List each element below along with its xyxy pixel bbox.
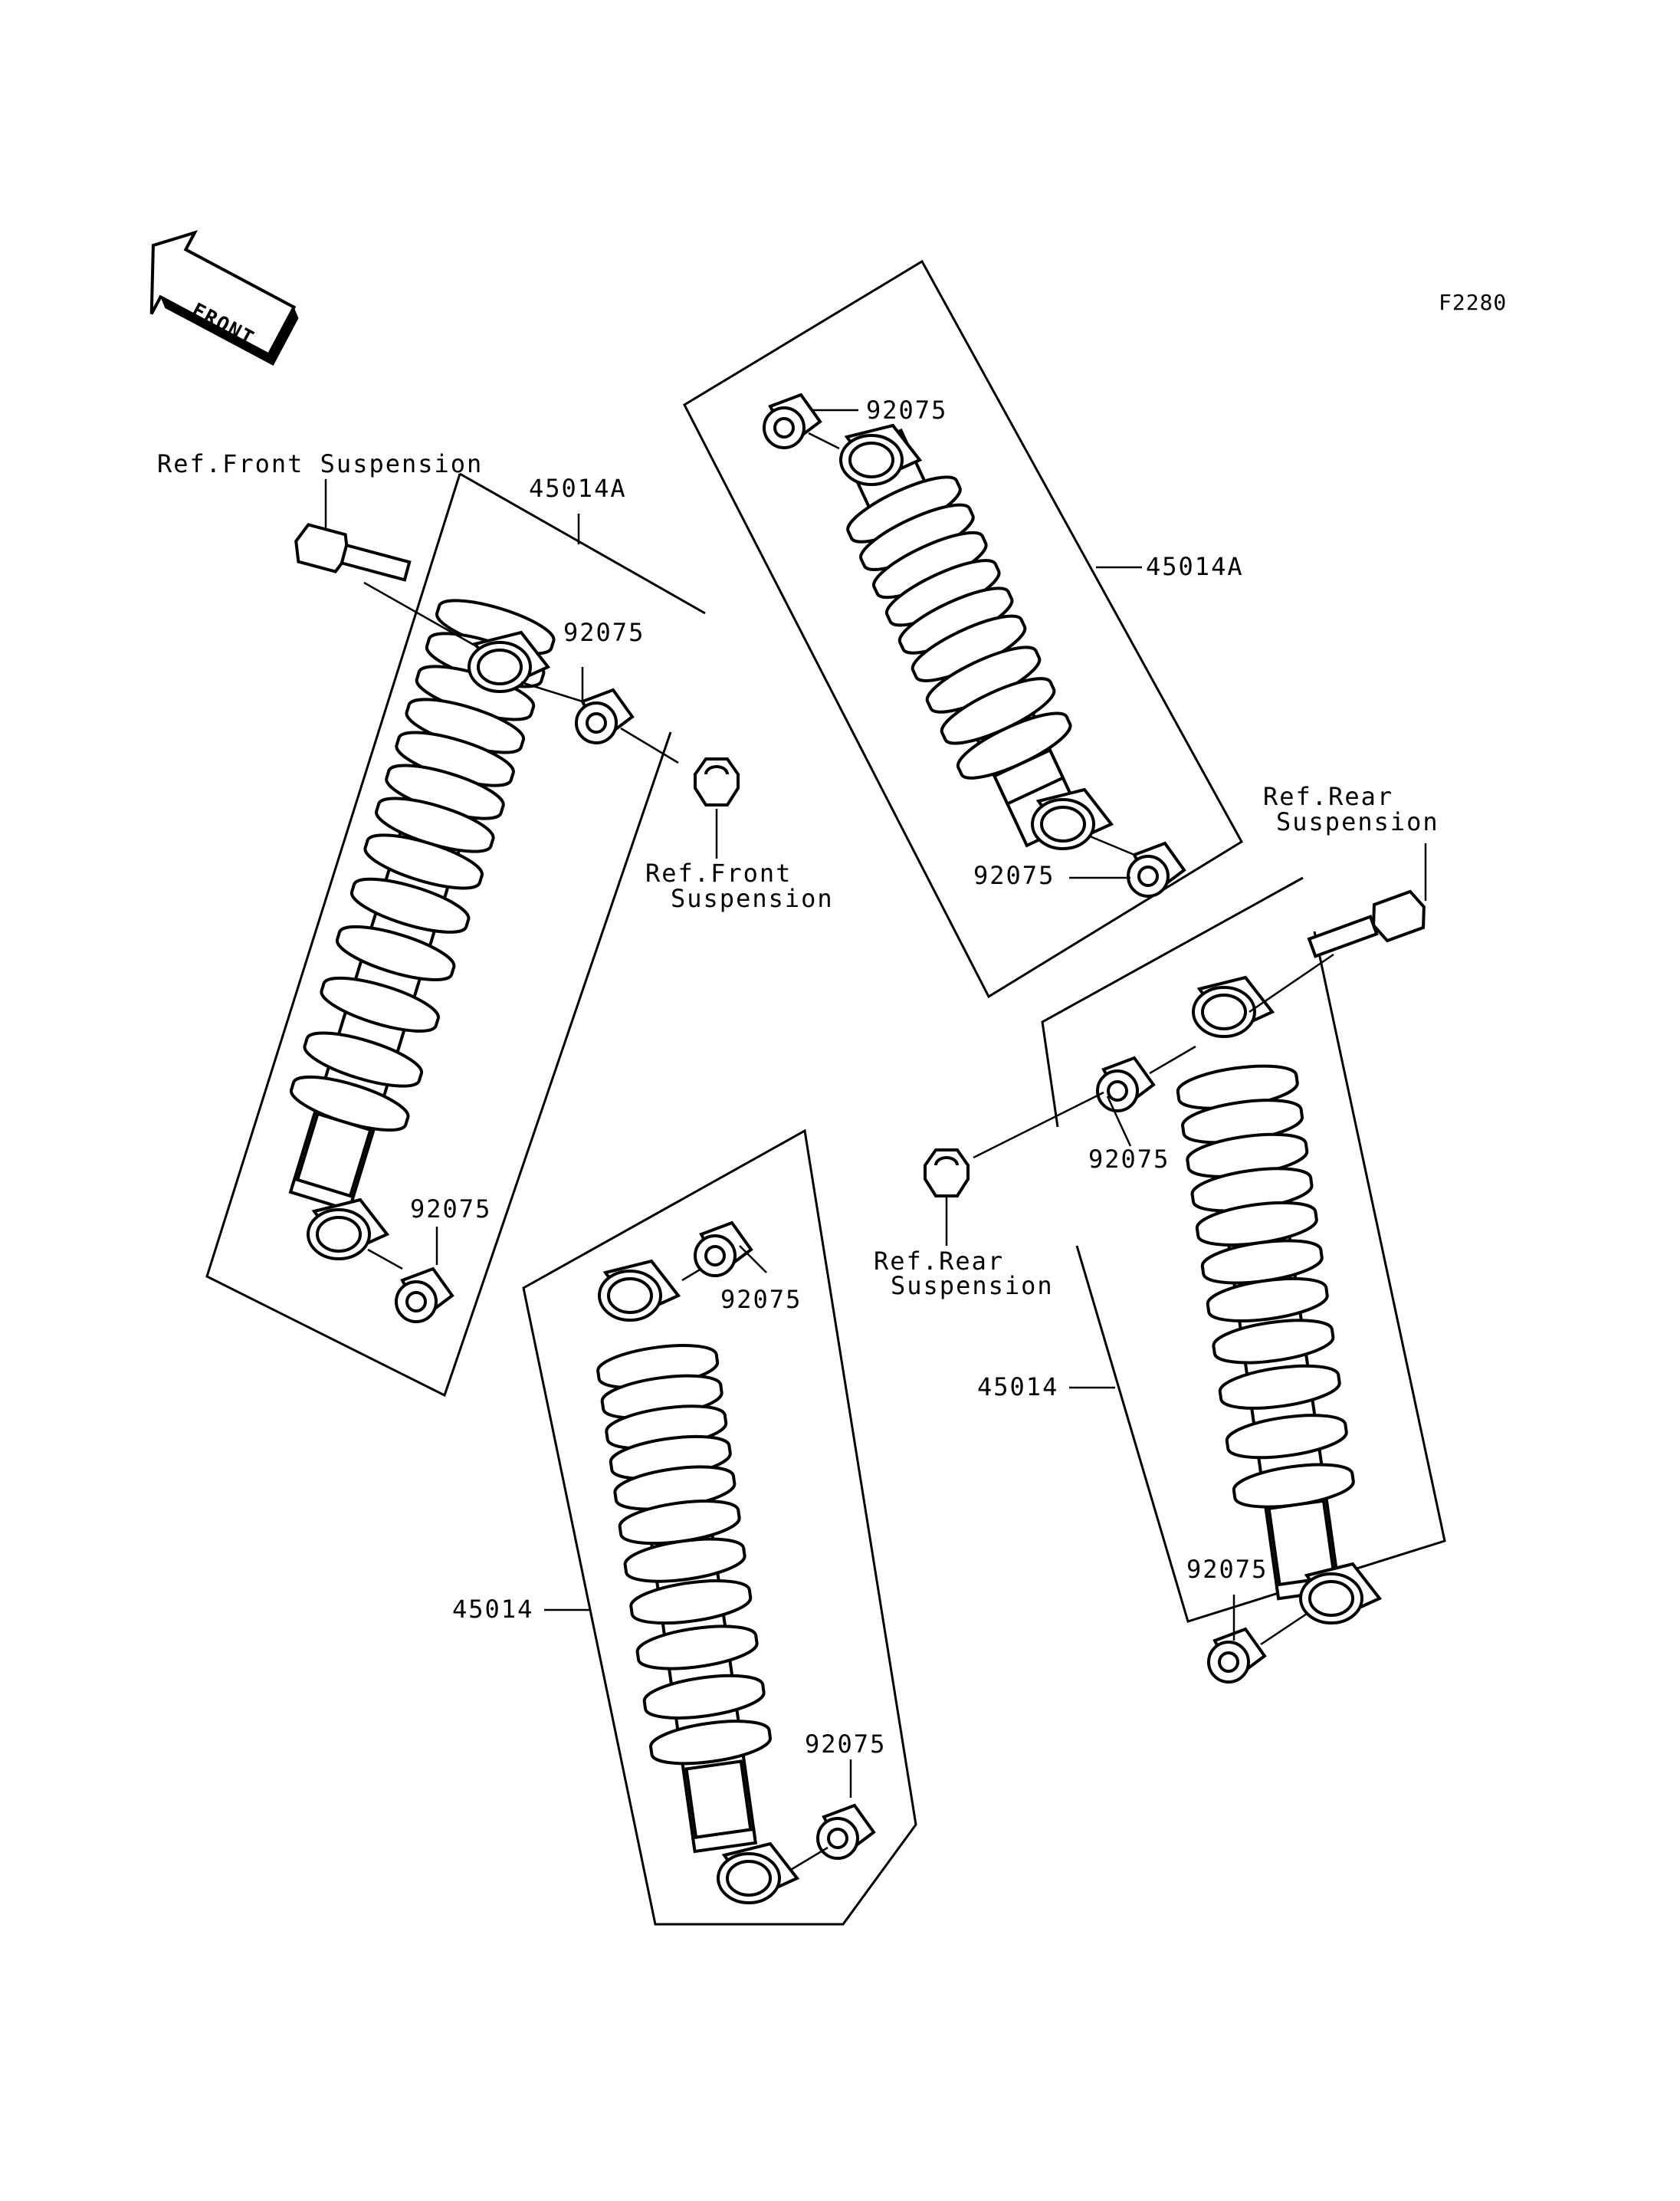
shock-absorber-rear-left <box>594 1337 774 1854</box>
ref-front-suspension-label: Ref.Front Suspension <box>157 449 484 478</box>
panel-front-right <box>683 259 1244 999</box>
ref-rear-suspension-nut-label-2: Suspension <box>891 1271 1054 1300</box>
shock-absorber-front-left <box>285 590 560 1212</box>
ref-front-suspension-nut-label-2: Suspension <box>671 884 834 913</box>
ref-rear-suspension-label-2: Suspension <box>1276 807 1439 836</box>
bolt-icon <box>294 523 412 582</box>
part-number-45014a-right: 45014A <box>1146 552 1244 581</box>
figure-code: F2280 <box>1439 290 1508 315</box>
part-number-45014-right: 45014 <box>977 1372 1059 1401</box>
front-arrow-icon <box>149 230 299 366</box>
part-number-92075-b: 92075 <box>410 1194 492 1224</box>
ref-rear-suspension-nut-label-1: Ref.Rear <box>874 1247 1005 1276</box>
panel-rear-right <box>1041 876 1304 1128</box>
part-number-92075-f: 92075 <box>1186 1555 1268 1584</box>
part-number-92075-a: 92075 <box>563 618 645 647</box>
bolt-icon <box>1307 889 1426 958</box>
ref-rear-suspension-label-1: Ref.Rear <box>1263 782 1394 811</box>
nut-icon <box>694 757 740 806</box>
ref-front-suspension-nut-label-1: Ref.Front <box>645 859 792 888</box>
shock-absorber-rear-right <box>1174 1058 1357 1601</box>
part-number-92075-d: 92075 <box>973 861 1055 890</box>
part-number-45014a-left: 45014A <box>529 474 627 503</box>
panel-front-left <box>205 473 672 1398</box>
part-number-45014-left: 45014 <box>452 1595 534 1624</box>
part-number-92075-g: 92075 <box>720 1285 802 1314</box>
leader-lines <box>324 409 1427 1798</box>
nut-icon <box>924 1148 970 1197</box>
part-number-92075-h: 92075 <box>805 1730 887 1759</box>
part-number-92075-e: 92075 <box>1088 1145 1170 1174</box>
panel-rear-left <box>522 1128 917 1926</box>
part-number-92075-c: 92075 <box>866 396 948 425</box>
